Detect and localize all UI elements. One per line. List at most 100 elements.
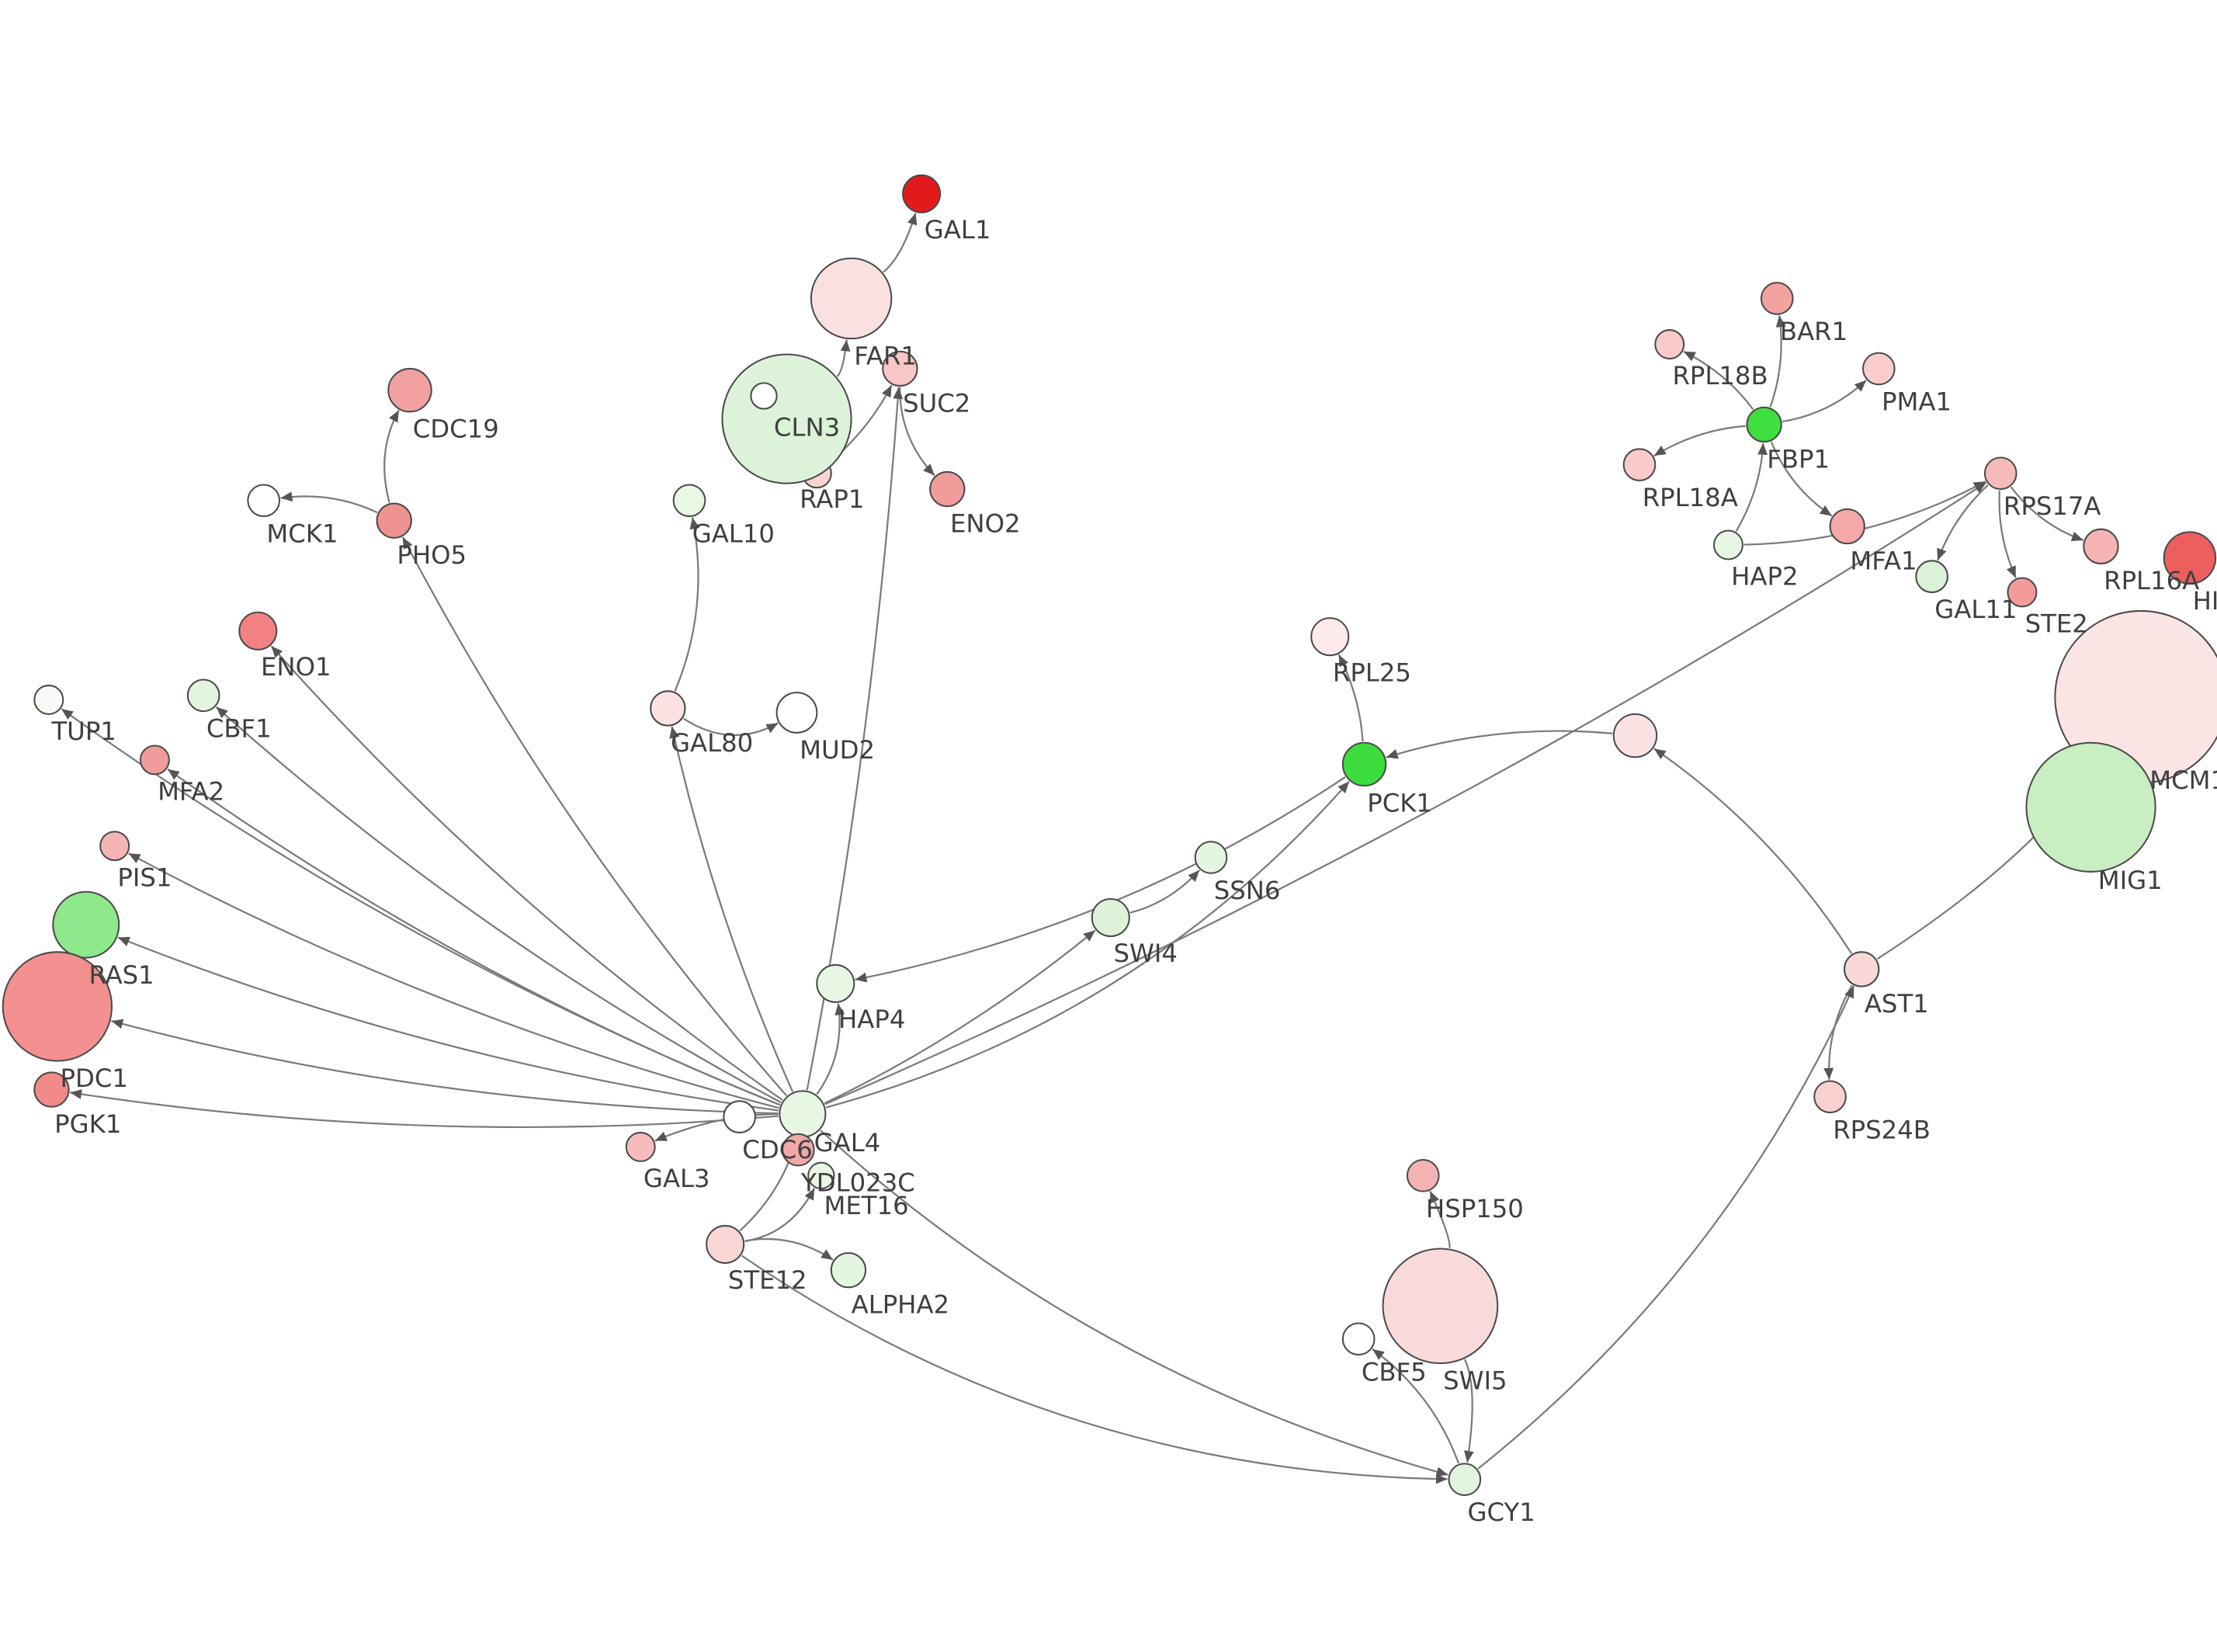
edge-PCK1-RPL25[interactable] (1337, 654, 1364, 741)
edge-FBP1-RPL18B[interactable] (1683, 350, 1754, 411)
node-label-PCK1: PCK1 (1367, 788, 1432, 817)
edge-GAL4-RPS17A[interactable] (824, 481, 1987, 1105)
node-PIS1[interactable] (99, 831, 130, 862)
edge-GAL4-PDC1[interactable] (111, 1019, 779, 1115)
edge-GCY1-CBF5[interactable] (1372, 1348, 1460, 1464)
edge-GAL80-GAL10[interactable] (674, 517, 700, 692)
node-GAL80[interactable] (650, 690, 686, 727)
node-YDL023C[interactable] (781, 1133, 815, 1167)
edge-PHO5-CDC19[interactable] (383, 409, 400, 503)
node-MET16[interactable] (807, 1161, 835, 1189)
node-PMA1[interactable] (1861, 352, 1896, 386)
edge-GAL4-PCK1[interactable] (825, 780, 1350, 1109)
node-RPL18B[interactable] (1654, 329, 1685, 360)
edge-GAL4-GAL80[interactable] (669, 726, 794, 1092)
node-MFA1[interactable] (1829, 508, 1865, 545)
edge-STE12-ALPHA2[interactable] (744, 1237, 834, 1261)
node-RAS1[interactable] (52, 890, 120, 959)
node-GAL10[interactable] (672, 484, 706, 518)
edge-GAL4-CBF1[interactable] (215, 706, 782, 1104)
node-GAL3[interactable] (625, 1131, 656, 1162)
edge-GAL4-PHO5[interactable] (401, 536, 788, 1097)
edge-GCY1-AST1[interactable] (1477, 985, 1855, 1470)
node-AST1[interactable] (1843, 951, 1880, 987)
edge-GAL4-TUP1[interactable] (61, 708, 781, 1106)
node-label-GAL11: GAL11 (1934, 595, 2017, 624)
node-PGK1[interactable] (33, 1071, 70, 1108)
edge-HAP2-RPS17A[interactable] (1743, 481, 1986, 546)
edge-GAL4-SWI4[interactable] (824, 929, 1096, 1105)
edge-UNL1-PCK1[interactable] (1386, 730, 1613, 759)
edge-RPS17A-RPL16A[interactable] (2010, 486, 2084, 542)
node-GCY1[interactable] (1448, 1463, 1482, 1497)
node-GAL1[interactable] (902, 174, 942, 213)
edge-RPS17A-STE2[interactable] (1998, 490, 2017, 578)
node-RPL25[interactable] (1310, 617, 1350, 657)
node-MFA2[interactable] (139, 744, 170, 776)
edge-FBP1-RPL18A[interactable] (1653, 425, 1746, 457)
edge-FAR1-GAL1[interactable] (883, 213, 918, 273)
edge-GAL4-RAS1[interactable] (117, 936, 779, 1112)
edge-RPS17A-GAL11[interactable] (1937, 484, 1989, 561)
node-BAR1[interactable] (1760, 282, 1794, 315)
edge-SWI5-GCY1[interactable] (1463, 1359, 1474, 1463)
edge-HAP2-FBP1[interactable] (1735, 442, 1768, 533)
node-CDC19[interactable] (387, 367, 432, 413)
node-GAL11[interactable] (1915, 560, 1948, 593)
node-SUC2[interactable] (882, 350, 918, 387)
node-MCK1[interactable] (247, 484, 281, 518)
node-STE12[interactable] (706, 1224, 745, 1264)
edge-PHO5-MCK1[interactable] (280, 491, 378, 514)
node-MUD2[interactable] (775, 692, 818, 734)
edge-AST1-UNL1[interactable] (1653, 748, 1853, 954)
node-HAP4[interactable] (816, 963, 855, 1003)
edge-GAL4-MFA2[interactable] (167, 768, 781, 1106)
node-CBF5[interactable] (1341, 1322, 1376, 1356)
node-MIG1[interactable] (2025, 741, 2156, 873)
node-STE2[interactable] (2007, 577, 2038, 608)
node-FBP1[interactable] (1746, 406, 1782, 443)
node-label-CLN3: CLN3 (774, 413, 840, 442)
edge-FBP1-PMA1[interactable] (1782, 380, 1867, 423)
node-SSN6[interactable] (1194, 841, 1228, 874)
node-HSP150[interactable] (1406, 1158, 1440, 1192)
node-UNL1[interactable] (1612, 713, 1658, 758)
node-RPS17A[interactable] (1983, 456, 2018, 491)
node-UNL2[interactable] (750, 382, 778, 410)
node-label-RPS17A: RPS17A (2004, 491, 2101, 521)
edge-GAL4-PIS1[interactable] (128, 852, 779, 1109)
edge-SWI5-HSP150[interactable] (1429, 1190, 1451, 1248)
node-PDC1[interactable] (2, 951, 113, 1062)
edge-GAL4-ENO1[interactable] (270, 645, 783, 1101)
edge-GAL4-GAL3[interactable] (654, 1113, 779, 1142)
node-ALPHA2[interactable] (830, 1251, 867, 1289)
edge-GAL4-HAP4[interactable] (816, 1003, 845, 1095)
node-FAR1[interactable] (810, 257, 893, 340)
node-SWI5[interactable] (1382, 1248, 1499, 1365)
node-SWI4[interactable] (1091, 897, 1130, 938)
node-label-AST1: AST1 (1865, 989, 1929, 1019)
edge-GAL4-PGK1[interactable] (70, 1089, 779, 1129)
node-ENO1[interactable] (238, 611, 278, 651)
node-PHO5[interactable] (376, 502, 412, 539)
edge-SWI4-SSN6[interactable] (1129, 869, 1200, 914)
edge-CLN3-FAR1[interactable] (836, 339, 851, 377)
node-HAP2[interactable] (1712, 529, 1743, 560)
edge-GAL4-GCY1[interactable] (820, 1130, 1449, 1477)
node-CBF1[interactable] (186, 678, 220, 713)
node-CDC6[interactable] (723, 1100, 756, 1133)
node-RPL16A[interactable] (2083, 528, 2119, 565)
edge-GAL80-MUD2[interactable] (682, 717, 779, 736)
node-RPS24B[interactable] (1813, 1080, 1847, 1114)
edge-STE12-GCY1[interactable] (741, 1255, 1448, 1484)
node-ENO2[interactable] (929, 470, 966, 508)
node-label-BAR1: BAR1 (1780, 317, 1848, 346)
node-PCK1[interactable] (1341, 741, 1387, 787)
node-TUP1[interactable] (33, 684, 64, 715)
edge-FBP1-MFA1[interactable] (1770, 441, 1833, 517)
node-HIS4[interactable] (2163, 531, 2217, 585)
node-RPL18A[interactable] (1622, 448, 1657, 481)
edge-FBP1-BAR1[interactable] (1769, 315, 1786, 408)
